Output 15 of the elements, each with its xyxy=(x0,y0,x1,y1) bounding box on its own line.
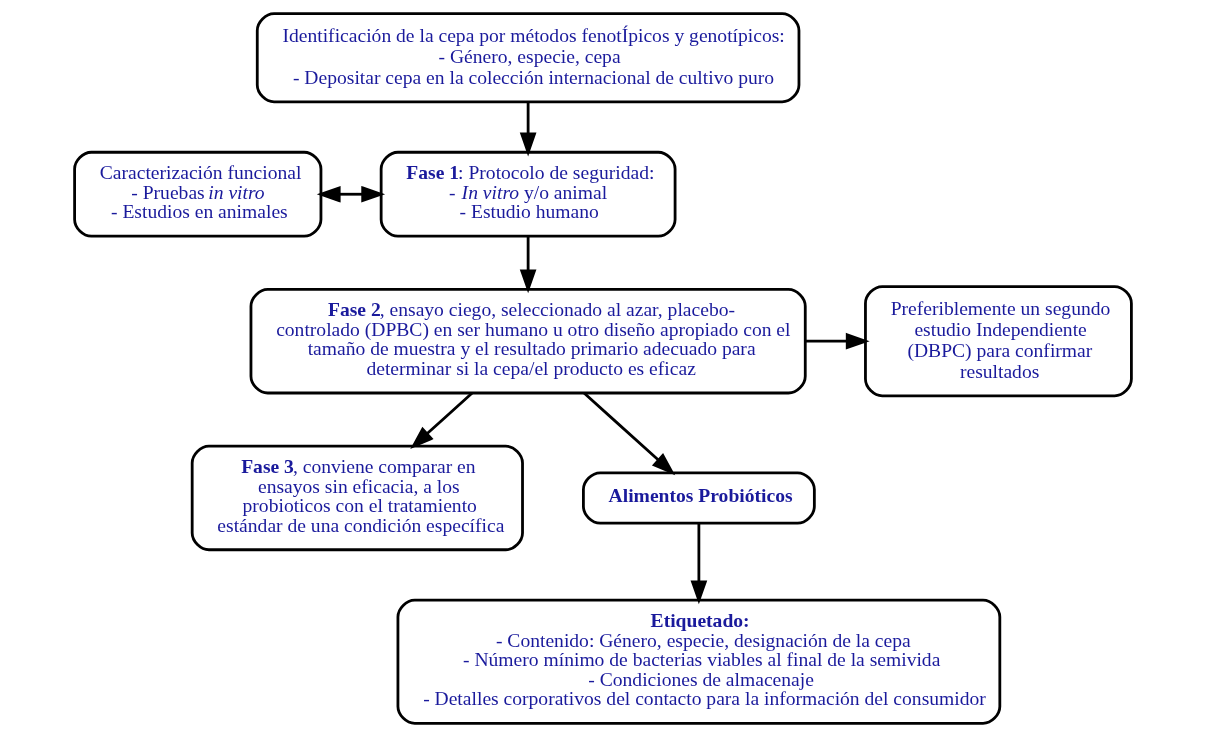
arrow xyxy=(519,102,536,157)
arrow xyxy=(409,392,473,449)
arrow xyxy=(582,391,675,476)
node-box: Fase 1: Protocolo de seguridad: - In vitro y/o animal - Estudio humano xyxy=(379,150,676,238)
node-box: Etiquetado: - Contenido: Género, especie, designación de la cepa - Número mínimo de bacterias viables al final de la semivida - Condiciones de almacenaje - Detalles corporativos del contacto para la información del consumidor xyxy=(396,598,1001,725)
node-box: Identificación de la cepa por métodos fenotÍpicos y genotípicos: - Género, especie, cepa - Depositar cepa en la colección internacional de cultivo puro xyxy=(255,12,800,104)
arrow xyxy=(316,185,385,203)
node-box: Caracterización funcional - Pruebas in vitro - Estudios en animales xyxy=(72,150,322,238)
node-box: Fase 2, ensayo ciego, seleccionado al azar, placebo-controlado (DPBC) en ser humano u otro diseño apropiado con el tamaño de muestra y el resultado primario adecuado para determinar si la cepa/el producto es eficaz xyxy=(249,288,807,395)
arrow xyxy=(519,236,536,294)
arrow xyxy=(805,332,870,350)
node-box: Preferiblemente un segundo estudio Independiente (DBPC) para confirmar resultados xyxy=(863,285,1133,398)
node-box: Fase 3, conviene comparar en ensayos sin eficacia, a los probioticos con el tratamiento estándar de una condición específica xyxy=(190,444,524,552)
node-box: Alimentos Probióticos xyxy=(581,471,816,525)
arrow xyxy=(690,523,707,605)
